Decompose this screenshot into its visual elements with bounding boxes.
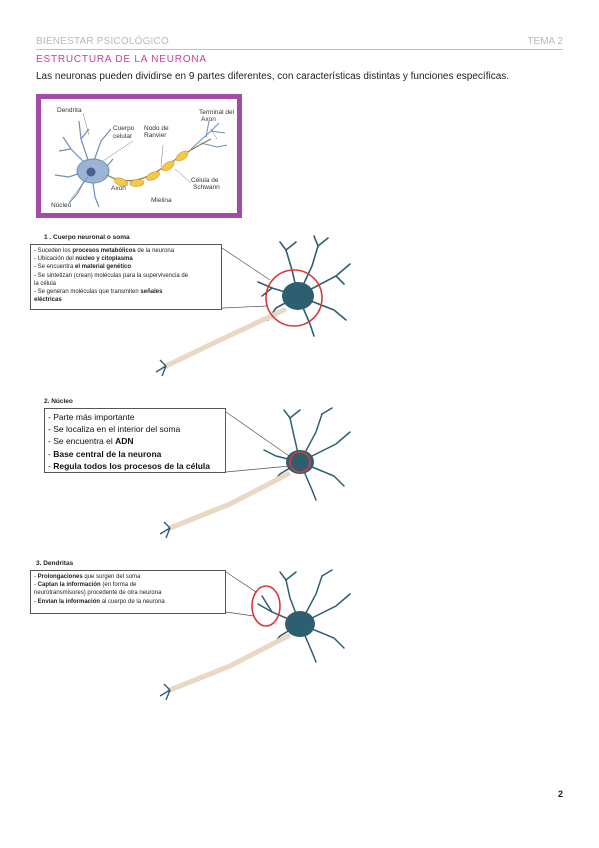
neuron-diagram-figure: Dendrita Cuerpo celular Nodo de Ranvier … [36, 94, 242, 218]
bold-text: ADN [115, 436, 134, 447]
label-terminal-1: Terminal del [199, 109, 235, 116]
section-2-line: - Base central de la neurona [48, 448, 222, 460]
text: - Se generan moléculas que transmiten [34, 289, 141, 296]
section-2-line: - Se localiza en el interior del soma [48, 423, 222, 435]
callout-line-1a [221, 247, 271, 281]
label-dendrita: Dendrita [57, 107, 82, 114]
label-mielina: Mielina [151, 197, 172, 204]
neuron-3-axon [167, 633, 291, 693]
section-3-line: - Captan la información (en forma de [34, 581, 222, 589]
section-1-line: - Suceden los procesos metabólicos de la… [34, 247, 218, 255]
section-2-title: 2. Núcleo [44, 398, 73, 405]
section-2-line: - Se encuentra el ADN [48, 435, 222, 447]
dendrite-highlight-circle [251, 585, 281, 627]
callout-line-3b [225, 611, 255, 617]
neuron-2-axon [167, 471, 291, 531]
text: - Se encuentra [34, 264, 76, 271]
neuron-diagram-canvas: Dendrita Cuerpo celular Nodo de Ranvier … [41, 99, 237, 213]
section-1-line: - Se encuentra el material genético [34, 263, 218, 271]
label-axon: Axon [111, 185, 126, 192]
neuron-1-soma [282, 282, 314, 310]
text: - [34, 582, 38, 589]
text: - [34, 574, 38, 580]
section-title: ESTRUCTURA DE LA NEURONA [36, 54, 207, 65]
page-number: 2 [557, 789, 563, 799]
label-terminal-2: Axon [201, 116, 216, 123]
section-1-title: 1 . Cuerpo neuronal o soma [44, 234, 130, 241]
bold-text: Regula todos los procesos de la célula [53, 460, 211, 471]
callout-line-2a [225, 411, 293, 459]
bold-text: Captan la información [37, 582, 101, 589]
bold-text: Prolongaciones [37, 574, 83, 580]
neuron-3-soma [285, 611, 315, 637]
section-1-line: la célula [34, 280, 218, 288]
intro-paragraph: Las neuronas pueden dividirse en 9 parte… [36, 71, 510, 82]
section-3-textbox: - Prolongaciones que surgen del soma- Ca… [30, 570, 226, 614]
header-subject: BIENESTAR PSICOLÓGICO [36, 36, 169, 47]
section-3-title: 3. Dendritas [36, 560, 74, 567]
section-1-line: - Ubicación del núcleo y citoplasma [34, 255, 218, 263]
bold-text: eléctricas [34, 297, 62, 304]
text: - [48, 460, 54, 471]
label-cuerpo-2: celular [113, 133, 133, 140]
callout-line-3a [225, 571, 257, 593]
text: - Ubicación del [34, 256, 76, 263]
label-nodo-2: Ranvier [144, 132, 167, 139]
nucleus-highlight-circle [289, 451, 311, 473]
bold-text: señales [140, 289, 163, 296]
text: la célula [34, 280, 57, 287]
soma-highlight-circle [265, 269, 323, 327]
section-1-line: eléctricas [34, 296, 218, 304]
bold-text: el material genético [75, 264, 132, 271]
text: - [34, 598, 38, 605]
section-2-textbox: - Parte más importante - Se localiza en e… [44, 408, 226, 473]
section-3-line: neurotransmisores) procedente de otra ne… [34, 589, 222, 597]
text: - Se sintetizan (crean) moléculas para l… [34, 272, 189, 279]
header-divider [36, 49, 563, 50]
text: - Se encuentra el [48, 436, 116, 447]
label-cuerpo-1: Cuerpo [113, 125, 135, 132]
section-1-line: - Se generan moléculas que transmiten se… [34, 288, 218, 296]
callout-line-2b [225, 465, 291, 473]
text: neurotransmisores) procedente de otra ne… [34, 590, 162, 597]
section-2-line: - Parte más importante [48, 411, 222, 423]
label-celula-1: Célula de [191, 177, 219, 184]
label-nodo-1: Nodo de [144, 125, 169, 132]
bold-text: Envían la información [37, 598, 101, 605]
text: - [48, 448, 54, 459]
text: al cuerpo de la neurona [100, 598, 165, 605]
label-nucleo: Núcleo [51, 202, 72, 209]
bold-text: Base central de la neurona [53, 448, 162, 459]
header-topic: TEMA 2 [527, 36, 563, 47]
label-celula-2: Schwann [193, 184, 220, 191]
bold-text: núcleo y citoplasma [75, 256, 133, 263]
text: - Se localiza en el interior del soma [48, 424, 181, 435]
callout-line-1b [221, 305, 269, 309]
text: - Suceden los [34, 248, 73, 254]
section-3-line: - Envían la información al cuerpo de la … [34, 598, 222, 606]
section-3-line: - Prolongaciones que surgen del soma [34, 573, 222, 581]
section-1-line: - Se sintetizan (crean) moléculas para l… [34, 272, 218, 280]
text: de la neurona [135, 248, 175, 254]
text: que surgen del soma [82, 574, 141, 580]
text: - Parte más importante [48, 412, 135, 422]
text: (en forma de [100, 582, 137, 589]
section-1-textbox: - Suceden los procesos metabólicos de la… [30, 244, 222, 310]
neuron-diagram-illustration [54, 112, 228, 208]
section-2-line: - Regula todos los procesos de la célula [48, 460, 222, 472]
neuron-1-axon [163, 307, 287, 369]
bold-text: procesos metabólicos [72, 248, 136, 254]
